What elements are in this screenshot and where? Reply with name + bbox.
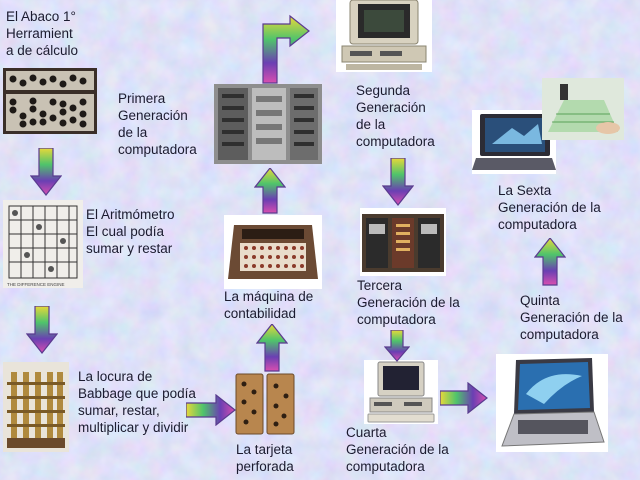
label-babbage: La locura de Babbage que podía sumar, re…	[78, 369, 196, 435]
sixth-generation-laptop-image	[472, 110, 556, 174]
third-generation-computer-image	[360, 208, 446, 276]
arrow-bent-primera	[262, 14, 310, 84]
fourth-generation-computer-image	[364, 360, 438, 424]
label-cuarta: Cuarta Generación de la computadora	[346, 425, 449, 474]
punched-card-image	[235, 373, 295, 435]
arrow-up-quinta	[534, 238, 566, 286]
arrow-right-babbage	[186, 394, 236, 426]
arrow-down-aritmometro	[26, 306, 58, 354]
arrow-up-contabilidad	[254, 168, 286, 214]
fifth-generation-laptop-image	[496, 354, 608, 452]
first-generation-computer-image	[214, 84, 322, 164]
virtual-keyboard-image	[542, 78, 624, 140]
abacus-image	[3, 68, 97, 134]
label-contabilidad: La máquina de contabilidad	[224, 289, 314, 321]
label-sexta: La Sexta Generación de la computadora	[498, 183, 601, 232]
second-generation-computer-image	[336, 0, 432, 72]
babbage-engine-image	[3, 362, 69, 452]
image-caption: THE DIFFERENCE ENGINE	[7, 282, 65, 287]
label-segunda: Segunda Generación de la computadora	[356, 83, 435, 149]
aritmometro-image: THE DIFFERENCE ENGINE	[3, 200, 83, 288]
label-aritmometro: El Aritmómetro El cual podía sumar y res…	[86, 207, 175, 256]
arrow-right-cuarta	[440, 382, 488, 414]
label-abaco: El Abaco 1° Herramient a de cálculo	[6, 9, 79, 58]
arrow-up-tarjeta	[256, 324, 288, 372]
arrow-down-abaco	[30, 148, 62, 196]
label-tercera: Tercera Generación de la computadora	[357, 278, 460, 327]
label-quinta: Quinta Generación de la computadora	[520, 293, 623, 342]
label-primera: Primera Generación de la computadora	[118, 91, 197, 157]
arrow-down-tercera	[384, 330, 410, 362]
label-tarjeta: La tarjeta perforada	[236, 442, 294, 474]
arrow-down-segunda	[382, 158, 414, 206]
accounting-machine-image	[224, 215, 322, 289]
